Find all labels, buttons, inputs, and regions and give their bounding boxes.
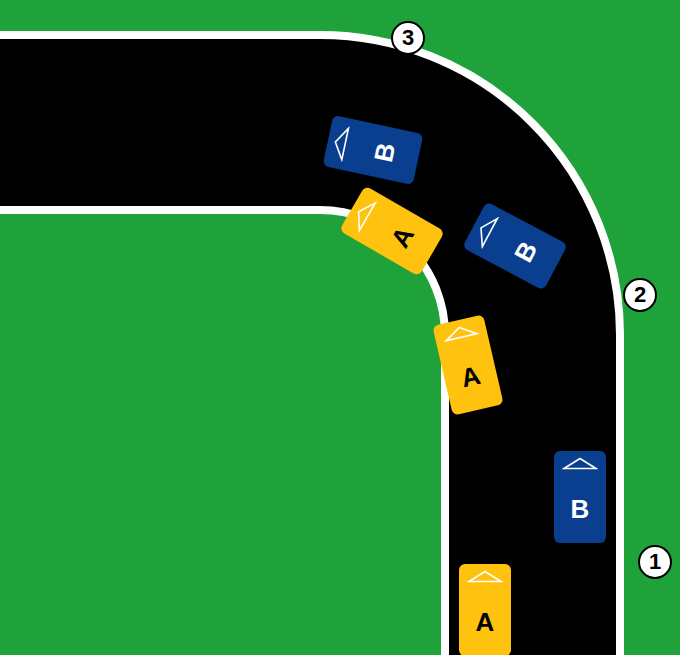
vehicle-blue: B (462, 201, 568, 290)
callout-number: 1 (638, 545, 672, 579)
node-label: A (386, 222, 418, 251)
windshield-marker (330, 124, 350, 162)
windshield-marker (467, 570, 503, 583)
road-inner-edge (0, 210, 445, 655)
road-surface (0, 35, 620, 655)
vehicle-blue: B (554, 451, 606, 543)
road-outer-edge (0, 35, 620, 655)
windshield-marker (471, 211, 499, 249)
vehicle-blue: B (323, 115, 424, 185)
node-label: B (510, 237, 542, 266)
windshield-marker (562, 457, 598, 470)
vehicle-yellow: A (339, 185, 445, 276)
vehicle-yellow: A (432, 314, 503, 415)
node-label: B (370, 141, 399, 165)
node-label: 1 (649, 551, 661, 573)
node-label: 2 (634, 284, 646, 306)
windshield-marker (348, 195, 377, 233)
node-label: A (476, 609, 495, 635)
node-label: 3 (402, 27, 414, 49)
node-label: B (571, 496, 590, 522)
node-label: A (459, 362, 483, 392)
callout-number: 2 (623, 278, 657, 312)
windshield-marker (441, 322, 479, 343)
vehicle-yellow: A (459, 564, 511, 655)
callout-number: 3 (391, 21, 425, 55)
